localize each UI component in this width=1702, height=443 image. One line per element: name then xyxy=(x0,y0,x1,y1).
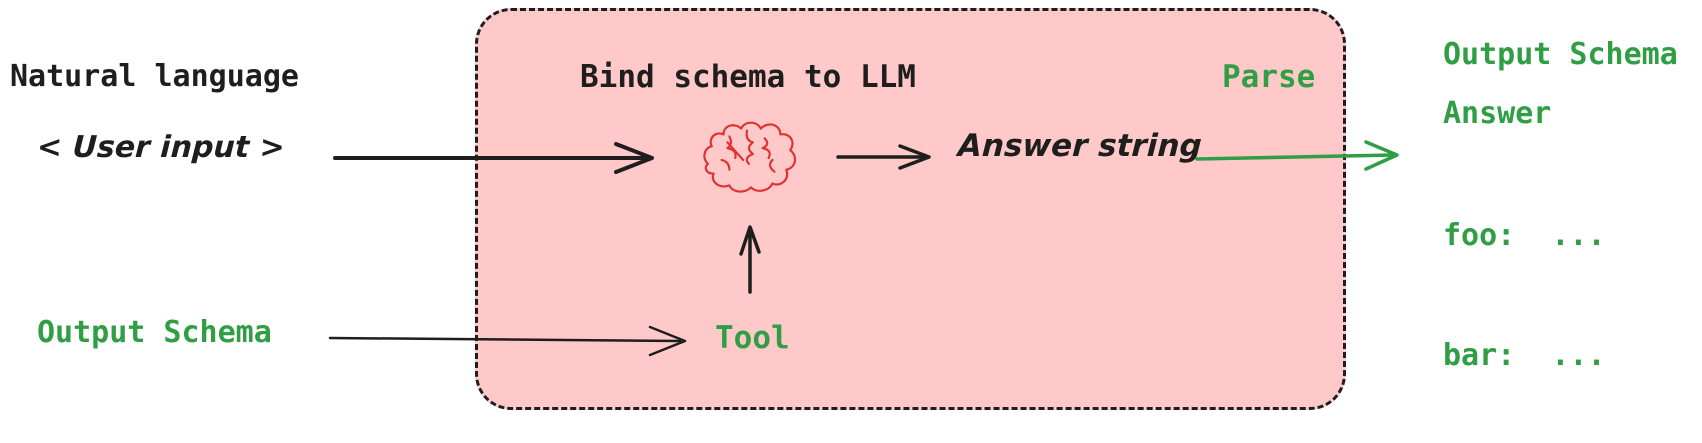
right-output-schema-title: Output Schema xyxy=(1443,37,1678,72)
answer-string-text: Answer string xyxy=(957,128,1203,164)
natural-language-label: Natural language xyxy=(10,59,299,94)
right-schema-line-foo: foo: ... xyxy=(1443,218,1606,253)
brain-icon xyxy=(703,121,797,193)
left-output-schema-title: Output Schema xyxy=(37,315,272,350)
left-schema-line-foo: foo: ... xyxy=(37,438,200,443)
right-answer-label: Answer xyxy=(1443,96,1552,131)
tool-label: Tool xyxy=(715,320,790,356)
right-schema-line-bar: bar: ... xyxy=(1443,338,1606,373)
parse-label: Parse xyxy=(1222,59,1316,95)
bind-schema-title: Bind schema to LLM xyxy=(580,59,916,95)
user-input-text: < User input > xyxy=(36,130,286,165)
pink-dashed-box xyxy=(475,8,1346,410)
